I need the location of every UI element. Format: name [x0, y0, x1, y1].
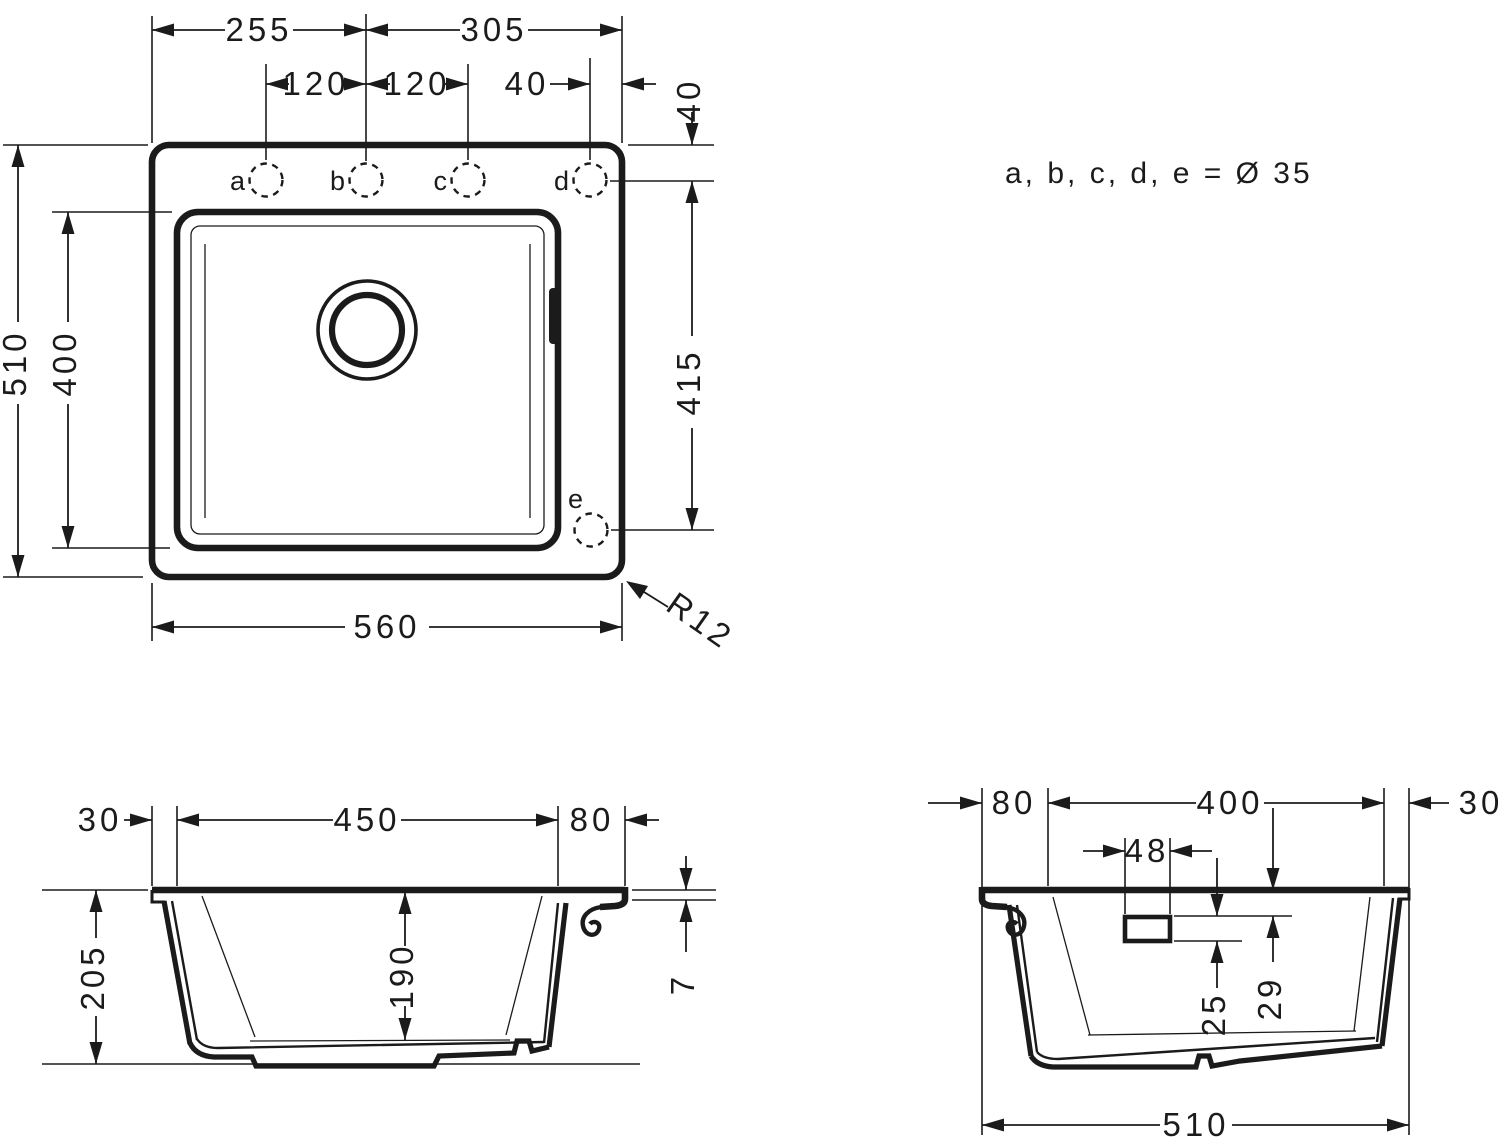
- front-left-wall-inner: [170, 900, 199, 1041]
- drain-inner-circle: [328, 291, 406, 369]
- svg-text:120: 120: [282, 65, 349, 102]
- svg-text:30: 30: [78, 801, 123, 838]
- dim-front-bowl-width: 450: [177, 801, 558, 838]
- tap-holes: a b c d e: [230, 162, 609, 548]
- dim-hole-row-inset: 40: [670, 78, 707, 145]
- svg-text:25: 25: [1195, 992, 1232, 1037]
- side-bowl-far-wall-back: [1353, 896, 1371, 1032]
- dim-front-edge-height: 7: [664, 856, 701, 995]
- dim-total-width: 560: [152, 608, 622, 645]
- svg-text:255: 255: [225, 11, 292, 48]
- hole-e: [573, 512, 609, 548]
- dim-overflow-height: 25: [1195, 858, 1232, 1036]
- front-right-wall-inner: [542, 902, 560, 1044]
- front-left-rim-step: [150, 890, 165, 904]
- front-flange-corner: [599, 887, 629, 911]
- dim-side-back-rim: 30: [1409, 784, 1500, 821]
- svg-text:30: 30: [1459, 784, 1500, 821]
- sink-outline: [148, 141, 626, 581]
- side-front-wall-inner: [1015, 904, 1039, 1053]
- svg-text:415: 415: [670, 348, 707, 415]
- side-bottom-outer: [1028, 1043, 1383, 1070]
- dim-bowl-depth: 400: [46, 212, 83, 548]
- dim-side-front-rim: 80: [928, 784, 1037, 821]
- dim-hole-d-inset: 40: [505, 65, 656, 102]
- svg-text:560: 560: [353, 608, 420, 645]
- hole-c: [450, 162, 486, 198]
- svg-text:450: 450: [333, 801, 400, 838]
- dim-overflow-offset: 29: [1251, 808, 1288, 1020]
- hole-c-label: c: [434, 166, 449, 196]
- bowl-outline: [173, 208, 562, 552]
- hole-a-label: a: [230, 166, 246, 196]
- svg-text:120: 120: [383, 65, 450, 102]
- side-section-extension-lines: [981, 788, 1410, 1135]
- svg-text:205: 205: [74, 943, 111, 1010]
- dim-hole-spacing-bc: 120: [366, 65, 468, 102]
- front-bowl-floor-line: [249, 1039, 511, 1042]
- front-left-wall-outer: [161, 900, 193, 1045]
- dim-flange-right: 305: [366, 11, 622, 48]
- side-bowl-far-wall-front: [1052, 896, 1091, 1036]
- dim-hole-spacing-ab: 120: [266, 65, 366, 102]
- side-back-wall-outer: [1379, 897, 1403, 1047]
- hole-b: [348, 162, 384, 198]
- svg-text:400: 400: [1196, 784, 1263, 821]
- hole-b-label: b: [330, 166, 346, 196]
- front-bowl-far-wall-right: [505, 895, 543, 1036]
- drain-outer-circle: [316, 279, 418, 381]
- hole-a: [248, 162, 284, 198]
- dim-front-rim-right: 80: [570, 801, 659, 838]
- front-bottom-inner: [196, 1038, 545, 1050]
- hole-d-label: d: [554, 166, 570, 196]
- dim-front-bowl-height: 190: [383, 892, 420, 1040]
- svg-text:48: 48: [1125, 832, 1170, 869]
- hole-e-label: e: [568, 484, 584, 514]
- side-bowl-floor-line: [1087, 1030, 1357, 1036]
- svg-text:R12: R12: [660, 585, 741, 657]
- dim-side-total-depth: 510: [982, 1106, 1409, 1138]
- svg-text:305: 305: [460, 11, 527, 48]
- dim-overflow-width: 48: [1083, 832, 1212, 869]
- dim-corner-radius: R12: [626, 581, 741, 657]
- front-section-extension-lines: [42, 806, 716, 1065]
- bowl-inner-edge: [190, 225, 545, 535]
- svg-text:400: 400: [46, 329, 83, 396]
- front-section-view: 30 450 80 205 190 7: [42, 801, 716, 1069]
- hole-diameter-legend: a, b, c, d, e = Ø 35: [1005, 157, 1313, 190]
- dim-front-total-height: 205: [74, 890, 111, 1064]
- svg-text:190: 190: [383, 942, 420, 1009]
- front-right-wall-outer: [546, 902, 569, 1048]
- svg-text:29: 29: [1251, 976, 1288, 1021]
- top-view: a b c d e 255: [0, 11, 741, 657]
- dim-total-depth: 510: [0, 145, 33, 577]
- side-front-wall-outer: [1006, 904, 1034, 1057]
- svg-text:40: 40: [505, 65, 550, 102]
- svg-text:510: 510: [0, 329, 33, 396]
- side-back-wall-inner: [1375, 897, 1395, 1043]
- svg-text:80: 80: [992, 784, 1037, 821]
- dim-side-bowl-length: 400: [1048, 784, 1384, 821]
- front-flange-drip-hook: [580, 904, 602, 937]
- dim-hole-d-to-e: 415: [670, 181, 707, 530]
- side-section-view: 80 400 30 48 25 29: [928, 784, 1500, 1138]
- svg-text:7: 7: [664, 973, 701, 995]
- overflow-slot: [549, 288, 559, 344]
- side-bottom-inner: [1036, 1036, 1376, 1061]
- svg-text:510: 510: [1162, 1106, 1229, 1138]
- overflow-window: [1122, 914, 1173, 944]
- dim-flange-left: 255: [152, 11, 366, 48]
- front-bowl-far-wall-left: [201, 895, 256, 1038]
- hole-d: [572, 162, 608, 198]
- svg-text:80: 80: [570, 801, 615, 838]
- svg-text:40: 40: [670, 78, 707, 123]
- dim-front-rim-left: 30: [78, 801, 152, 838]
